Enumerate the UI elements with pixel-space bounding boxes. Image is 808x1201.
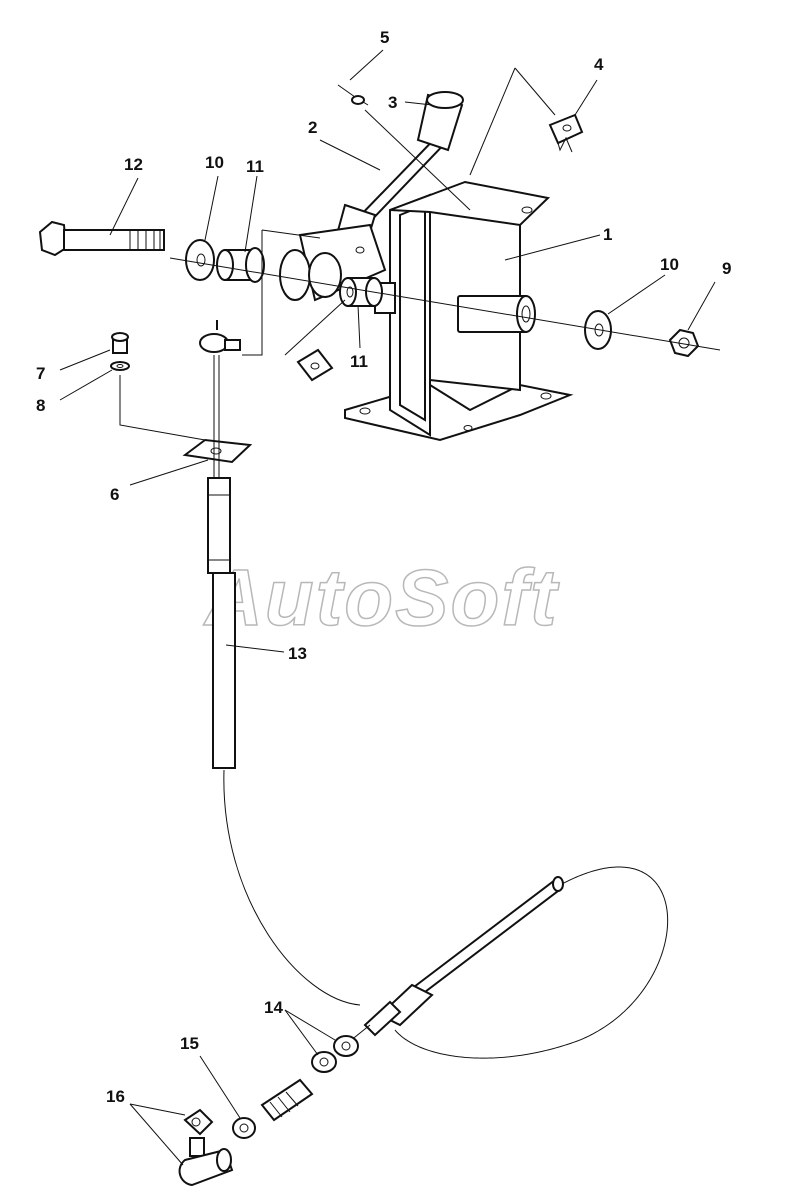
clip	[548, 113, 584, 153]
small-washer	[110, 361, 130, 371]
callout-4: 4	[594, 55, 604, 74]
callout-9: 9	[722, 259, 731, 278]
callout-12: 12	[124, 155, 143, 174]
bushing-left	[216, 247, 265, 283]
callout-15: 15	[180, 1034, 199, 1053]
bracket-housing	[344, 180, 574, 442]
callout-14: 14	[264, 998, 283, 1017]
callout-13: 13	[288, 644, 307, 663]
callout-2: 2	[308, 118, 317, 137]
leader-lines	[59, 49, 721, 1166]
callout-8: 8	[36, 396, 45, 415]
callout-10-right: 10	[660, 255, 679, 274]
callout-labels: 1 2 3 4 5 6 7 8 9 10 10 11 11 12 13 14 1…	[36, 28, 731, 1106]
callout-1: 1	[603, 225, 612, 244]
callout-10-left: 10	[205, 153, 224, 172]
nut-right	[668, 328, 700, 358]
mounting-plate	[182, 438, 253, 464]
nut-15	[232, 1117, 256, 1139]
threaded-stud	[260, 1078, 314, 1122]
callout-11-lower: 11	[350, 352, 368, 371]
ball-joint	[178, 1108, 234, 1187]
callout-6: 6	[110, 485, 119, 504]
square-washer	[296, 348, 334, 382]
cable-nut-lower	[311, 1051, 337, 1073]
split-pin	[337, 84, 369, 106]
watermark-text: AutoSoft	[203, 553, 560, 642]
callout-11-upper: 11	[246, 157, 264, 176]
callout-3: 3	[388, 93, 397, 112]
washer-left	[185, 239, 215, 281]
callout-7: 7	[36, 364, 45, 383]
screw	[111, 332, 129, 354]
lever-handle	[279, 91, 464, 302]
callout-5: 5	[380, 28, 389, 47]
cable-nut-upper	[333, 1035, 359, 1057]
callout-16: 16	[106, 1087, 125, 1106]
control-cable	[199, 320, 668, 1059]
bolt	[38, 220, 165, 257]
